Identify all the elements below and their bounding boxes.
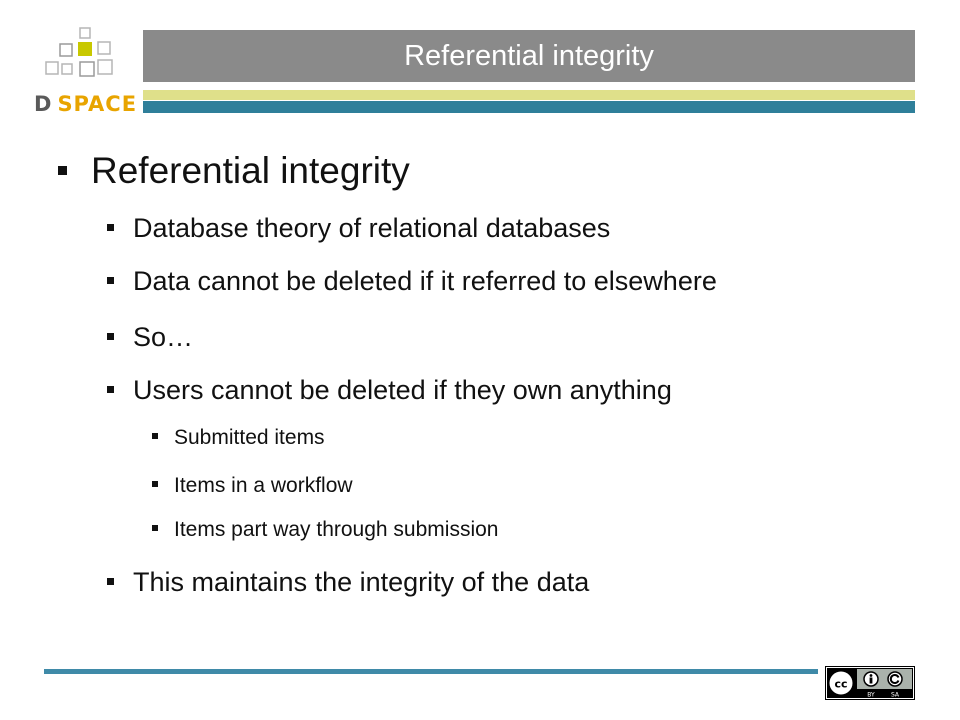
bullet-text: Database theory of relational databases bbox=[133, 213, 611, 243]
sub-bullet-item: Data cannot be deleted if it referred to… bbox=[107, 266, 717, 297]
sub-sub-bullet-item: Items part way through submission bbox=[152, 518, 498, 542]
license-label-sa: SA bbox=[891, 692, 900, 699]
logo-prefix: D bbox=[34, 92, 53, 116]
bullet-square-icon bbox=[152, 481, 158, 487]
bullet-square-icon bbox=[107, 386, 114, 393]
dspace-logo-squares-icon bbox=[45, 27, 113, 77]
bullet-square-icon bbox=[152, 525, 158, 531]
slide-content: Referential integrity Database theory of… bbox=[58, 150, 717, 598]
header-stripe-teal bbox=[143, 101, 915, 113]
svg-text:cc: cc bbox=[834, 678, 847, 691]
sub-bullet-item: This maintains the integrity of the data bbox=[107, 567, 589, 598]
sub-sub-bullet-item: Items in a workflow bbox=[152, 474, 353, 498]
bullet-square-icon bbox=[107, 224, 114, 231]
bullet-text: Items in a workflow bbox=[174, 474, 353, 497]
bullet-square-icon bbox=[152, 433, 158, 439]
bullet-text: So… bbox=[133, 322, 194, 352]
bullet-text: Data cannot be deleted if it referred to… bbox=[133, 266, 717, 296]
footer-divider bbox=[44, 669, 818, 674]
bullet-square-icon bbox=[107, 277, 114, 284]
bullet-square-icon bbox=[107, 578, 114, 585]
license-label-by: BY bbox=[867, 692, 875, 699]
slide-title-bar: Referential integrity bbox=[143, 30, 915, 82]
cc-by-sa-icon: cc BY SA bbox=[825, 666, 915, 700]
bullet-item: Referential integrity bbox=[58, 150, 410, 192]
bullet-text: Users cannot be deleted if they own anyt… bbox=[133, 375, 672, 405]
header-stripe-yellow bbox=[143, 90, 915, 100]
bullet-text: Referential integrity bbox=[91, 150, 410, 191]
bullet-text: Submitted items bbox=[174, 426, 325, 449]
logo-suffix: SPACE bbox=[57, 92, 138, 116]
slide-title: Referential integrity bbox=[404, 39, 654, 72]
sub-sub-bullet-item: Submitted items bbox=[152, 426, 325, 450]
bullet-text: This maintains the integrity of the data bbox=[133, 567, 590, 597]
sub-bullet-item: Users cannot be deleted if they own anyt… bbox=[107, 375, 672, 406]
bullet-square-icon bbox=[107, 333, 114, 340]
bullet-text: Items part way through submission bbox=[174, 518, 499, 541]
sub-bullet-item: Database theory of relational databases bbox=[107, 213, 610, 244]
sub-bullet-item: So… bbox=[107, 322, 193, 353]
bullet-square-icon bbox=[58, 166, 67, 175]
